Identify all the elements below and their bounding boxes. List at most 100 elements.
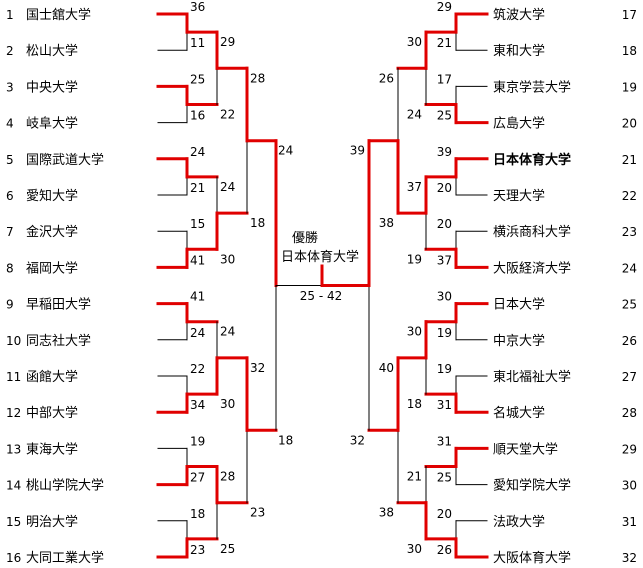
match-score: 19 <box>437 362 452 376</box>
match-score: 29 <box>437 0 452 14</box>
seed-number: 27 <box>622 370 637 384</box>
match-score: 18 <box>190 507 205 521</box>
seed-number: 1 <box>6 8 14 22</box>
team-name: 岐阜大学 <box>26 116 78 132</box>
match-score: 24 <box>190 145 205 159</box>
match-score: 28 <box>250 71 265 85</box>
match-score: 22 <box>220 108 235 122</box>
seed-number: 29 <box>622 442 637 456</box>
match-score: 24 <box>220 325 235 339</box>
champion-name: 日本体育大学 <box>281 249 359 265</box>
team-name: 金沢大学 <box>26 224 78 240</box>
match-score: 30 <box>407 325 422 339</box>
seed-number: 32 <box>622 551 637 565</box>
team-name: 福岡大学 <box>26 260 78 276</box>
match-score: 28 <box>220 470 235 484</box>
seed-number: 17 <box>622 8 637 22</box>
match-score: 21 <box>407 470 422 484</box>
team-name: 横浜商科大学 <box>493 224 571 240</box>
match-score: 31 <box>437 434 452 448</box>
seed-number: 18 <box>622 44 637 58</box>
seed-number: 23 <box>622 225 637 239</box>
team-name: 愛知学院大学 <box>493 478 571 494</box>
match-score: 29 <box>220 35 235 49</box>
match-score: 20 <box>437 217 452 231</box>
team-name: 国士舘大学 <box>26 7 91 23</box>
match-score: 20 <box>437 181 452 195</box>
team-name: 東和大学 <box>493 43 545 59</box>
team-name: 中京大学 <box>493 333 545 349</box>
team-name: 順天堂大学 <box>493 441 558 457</box>
champion-label: 優勝 <box>292 231 318 246</box>
match-score: 25 <box>437 109 452 123</box>
team-name: 東海大学 <box>26 441 78 457</box>
team-name: 中央大学 <box>26 79 78 95</box>
match-score: 25 <box>220 542 235 556</box>
champion-box: 優勝 日本体育大学 25 - 42 <box>281 231 359 303</box>
team-name: 国際武道大学 <box>26 152 104 168</box>
match-score: 37 <box>407 180 422 194</box>
match-score: 30 <box>407 35 422 49</box>
match-score: 19 <box>407 252 422 266</box>
team-name: 日本大学 <box>493 297 545 313</box>
seed-number: 15 <box>6 515 21 529</box>
match-score: 26 <box>437 543 452 557</box>
seed-number: 31 <box>622 515 637 529</box>
seed-number: 4 <box>6 117 14 131</box>
match-score: 31 <box>437 398 452 412</box>
match-score: 27 <box>190 471 205 485</box>
match-score: 19 <box>190 434 205 448</box>
match-score: 38 <box>379 216 394 230</box>
seed-number: 16 <box>6 551 21 565</box>
match-score: 21 <box>190 181 205 195</box>
team-name: 広島大学 <box>493 116 545 132</box>
team-name: 同志社大学 <box>26 333 91 349</box>
team-name: 愛知大学 <box>26 188 78 204</box>
match-score: 17 <box>437 72 452 86</box>
seed-number: 8 <box>6 261 14 275</box>
team-name: 中部大学 <box>26 405 78 421</box>
match-score: 24 <box>190 326 205 340</box>
team-name: 松山大学 <box>26 43 78 59</box>
match-score: 25 <box>190 72 205 86</box>
team-name: 大同工業大学 <box>26 550 104 566</box>
seed-number: 5 <box>6 153 14 167</box>
seed-number: 14 <box>6 479 21 493</box>
seed-number: 26 <box>622 334 637 348</box>
team-name: 大阪経済大学 <box>493 260 571 276</box>
match-score: 18 <box>250 216 265 230</box>
seed-number: 11 <box>6 370 21 384</box>
match-score: 11 <box>190 36 205 50</box>
team-name: 東北福祉大学 <box>493 369 571 385</box>
team-name: 天理大学 <box>493 188 545 204</box>
match-score: 36 <box>190 0 205 14</box>
seed-number: 24 <box>622 261 637 275</box>
team-name: 日本体育大学 <box>493 152 571 168</box>
match-score: 24 <box>220 180 235 194</box>
seed-number: 13 <box>6 442 21 456</box>
match-score: 40 <box>379 361 394 375</box>
seed-number: 30 <box>622 479 637 493</box>
match-score: 15 <box>190 217 205 231</box>
match-score: 18 <box>278 433 293 447</box>
match-score: 18 <box>407 397 422 411</box>
match-score: 37 <box>437 253 452 267</box>
match-score: 39 <box>437 145 452 159</box>
match-score: 41 <box>190 253 205 267</box>
seed-number: 2 <box>6 44 14 58</box>
match-score: 30 <box>220 397 235 411</box>
match-score: 21 <box>437 36 452 50</box>
team-name: 筑波大学 <box>493 7 545 23</box>
seed-number: 28 <box>622 406 637 420</box>
bracket-lines <box>156 12 489 559</box>
match-score: 26 <box>379 71 394 85</box>
seed-number: 6 <box>6 189 14 203</box>
match-score: 22 <box>190 362 205 376</box>
match-score: 34 <box>190 398 205 412</box>
seed-number: 12 <box>6 406 21 420</box>
team-name: 東京学芸大学 <box>493 79 571 95</box>
match-score: 41 <box>190 290 205 304</box>
final-score: 25 - 42 <box>300 289 343 303</box>
seed-number: 22 <box>622 189 637 203</box>
